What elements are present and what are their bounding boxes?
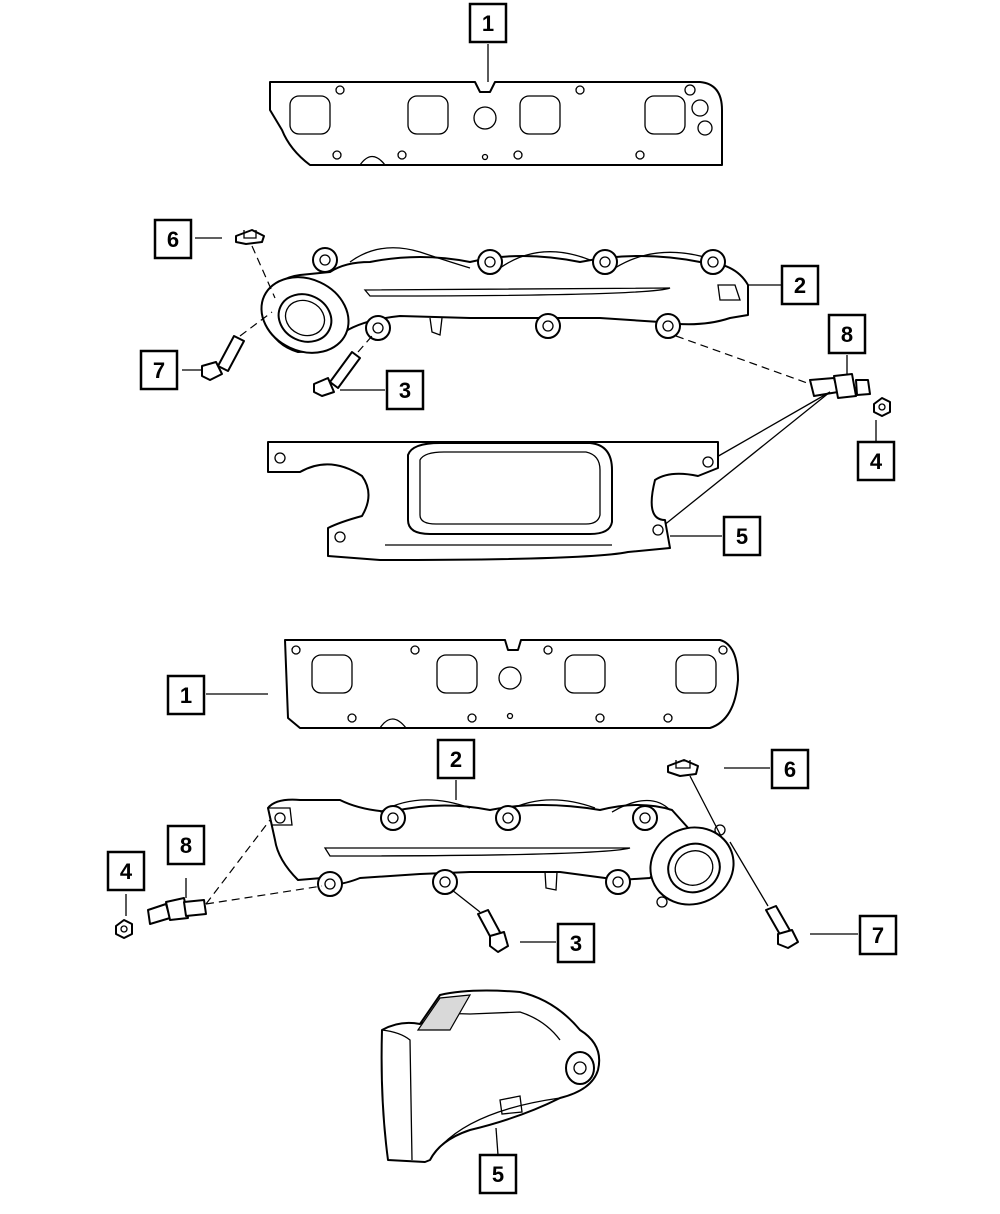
- top-stud-bolt-dash: [239, 311, 273, 337]
- top-stud-bolt: [201, 335, 245, 381]
- callout-bottom-5: 5: [478, 1153, 518, 1195]
- callout-top-2: 2: [780, 264, 820, 306]
- callout-bottom-7: 7: [858, 914, 898, 956]
- svg-text:3: 3: [399, 378, 411, 403]
- svg-text:3: 3: [570, 931, 582, 956]
- bottom-stud-bolt-line: [729, 841, 769, 907]
- svg-text:7: 7: [153, 358, 165, 383]
- bottom-gasket: [284, 639, 739, 729]
- callout-top-7: 7: [139, 349, 179, 391]
- callout-bottom-8: 8: [166, 824, 206, 866]
- bottom-bolt: [477, 909, 509, 953]
- callout-bottom-3: 3: [556, 922, 596, 964]
- svg-text:6: 6: [784, 757, 796, 782]
- svg-text:5: 5: [492, 1162, 504, 1187]
- bottom-manifold: [267, 798, 735, 908]
- callout-bottom-2: 2: [436, 738, 476, 780]
- top-nut: [873, 397, 891, 417]
- bottom-heat-shield: [380, 989, 601, 1163]
- bottom-stud-bolt: [765, 905, 799, 949]
- callout-top-1: 1: [468, 2, 508, 44]
- svg-text:2: 2: [450, 747, 462, 772]
- svg-text:6: 6: [167, 227, 179, 252]
- bottom-heat-shield-leader: [495, 1127, 499, 1156]
- top-bolt-dash: [357, 335, 373, 353]
- top-stud-nut-dash: [251, 245, 276, 299]
- callout-bottom-6: 6: [770, 748, 810, 790]
- top-nut-line-a: [707, 391, 831, 463]
- top-manifold: [260, 247, 749, 354]
- top-heat-shield: [267, 441, 719, 561]
- svg-text:4: 4: [120, 859, 133, 884]
- bottom-oxygen-sensor: [147, 897, 207, 925]
- bottom-sensor-dash-b: [205, 885, 323, 905]
- svg-text:1: 1: [180, 683, 192, 708]
- top-stud-nut: [235, 229, 265, 245]
- bottom-sensor-dash-a: [205, 819, 271, 905]
- svg-text:8: 8: [180, 833, 192, 858]
- top-nut-line-b: [657, 391, 831, 531]
- svg-text:8: 8: [841, 322, 853, 347]
- top-bolt: [313, 351, 361, 397]
- bottom-nut: [115, 919, 133, 939]
- bottom-stud-nut-line: [689, 775, 723, 839]
- top-oxygen-sensor: [809, 373, 871, 399]
- svg-text:5: 5: [736, 524, 748, 549]
- callout-top-6: 6: [153, 218, 193, 260]
- bottom-stud-nut: [667, 759, 699, 777]
- svg-text:7: 7: [872, 923, 884, 948]
- callout-top-3: 3: [385, 369, 425, 411]
- bottom-bolt-line: [451, 889, 481, 913]
- top-sensor-dash: [675, 335, 811, 385]
- top-gasket: [269, 81, 723, 166]
- callout-top-4: 4: [856, 440, 896, 482]
- svg-text:2: 2: [794, 273, 806, 298]
- callout-top-5: 5: [722, 515, 762, 557]
- callout-bottom-4: 4: [106, 850, 146, 892]
- callout-bottom-1: 1: [166, 674, 206, 716]
- svg-text:4: 4: [870, 449, 883, 474]
- callout-top-8: 8: [827, 313, 867, 355]
- svg-text:1: 1: [482, 11, 494, 36]
